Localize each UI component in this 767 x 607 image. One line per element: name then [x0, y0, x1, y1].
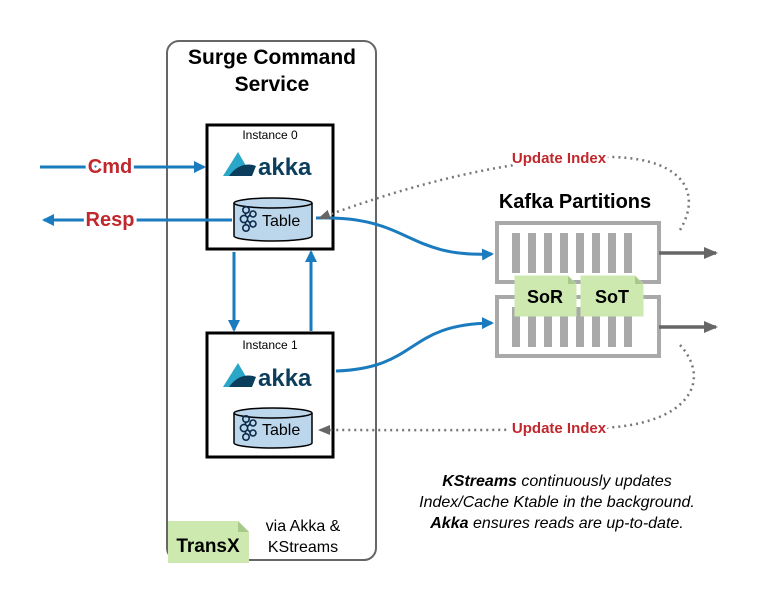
akka-logo-text: akka	[258, 365, 312, 392]
cmd-label: Cmd	[88, 156, 132, 178]
instance-1-label: Instance 1	[242, 338, 298, 352]
akka-logo-text: akka	[258, 154, 312, 181]
kafka-streams-icon	[239, 206, 257, 233]
update-index-top-label: Update Index	[512, 150, 607, 167]
service-container	[166, 40, 377, 561]
description-line3-bold: Akka	[429, 515, 468, 532]
update-index-bottom-label: Update Index	[512, 420, 607, 437]
description-line1: KStreams continuously updates	[442, 473, 671, 490]
sor-tag	[514, 275, 577, 317]
service-title-line1: Surge Command	[188, 46, 356, 69]
kafka-title: Kafka Partitions	[499, 191, 651, 213]
description-line2: Index/Cache Ktable in the background.	[419, 494, 695, 511]
table-1-label: Table	[262, 422, 300, 439]
service-title-line2: Service	[235, 73, 310, 96]
table-0-to-partition-arrow	[315, 216, 494, 261]
transx-note-line1: via Akka &	[266, 518, 341, 535]
kafka-partition-0	[495, 221, 661, 284]
sot-tag	[580, 275, 644, 317]
description-line1-rest: continuously updates	[517, 473, 672, 490]
table-0: Table	[233, 197, 313, 242]
instance-0: Instance 0 akka Table	[205, 123, 335, 251]
description-line1-bold: KStreams	[442, 473, 517, 490]
sor-label: SoR	[527, 287, 563, 307]
instance-1: Instance 1 akka Table	[205, 331, 335, 459]
resp-label: Resp	[86, 209, 135, 231]
transx-note-line2: KStreams	[268, 539, 338, 556]
transx-label: TransX	[176, 536, 240, 557]
instance-1-to-partition-arrow	[335, 317, 494, 373]
kafka-streams-icon	[239, 414, 257, 441]
instance-0-label: Instance 0	[242, 128, 298, 142]
description-line3: Akka ensures reads are up-to-date.	[429, 515, 683, 532]
table-1: Table	[233, 407, 313, 449]
table-0-label: Table	[262, 213, 300, 230]
akka-logo-icon	[223, 363, 256, 387]
transx-tag	[168, 521, 249, 563]
description-line3-rest: ensures reads are up-to-date.	[469, 515, 684, 532]
akka-logo-icon	[223, 152, 256, 176]
sot-label: SoT	[595, 287, 629, 307]
